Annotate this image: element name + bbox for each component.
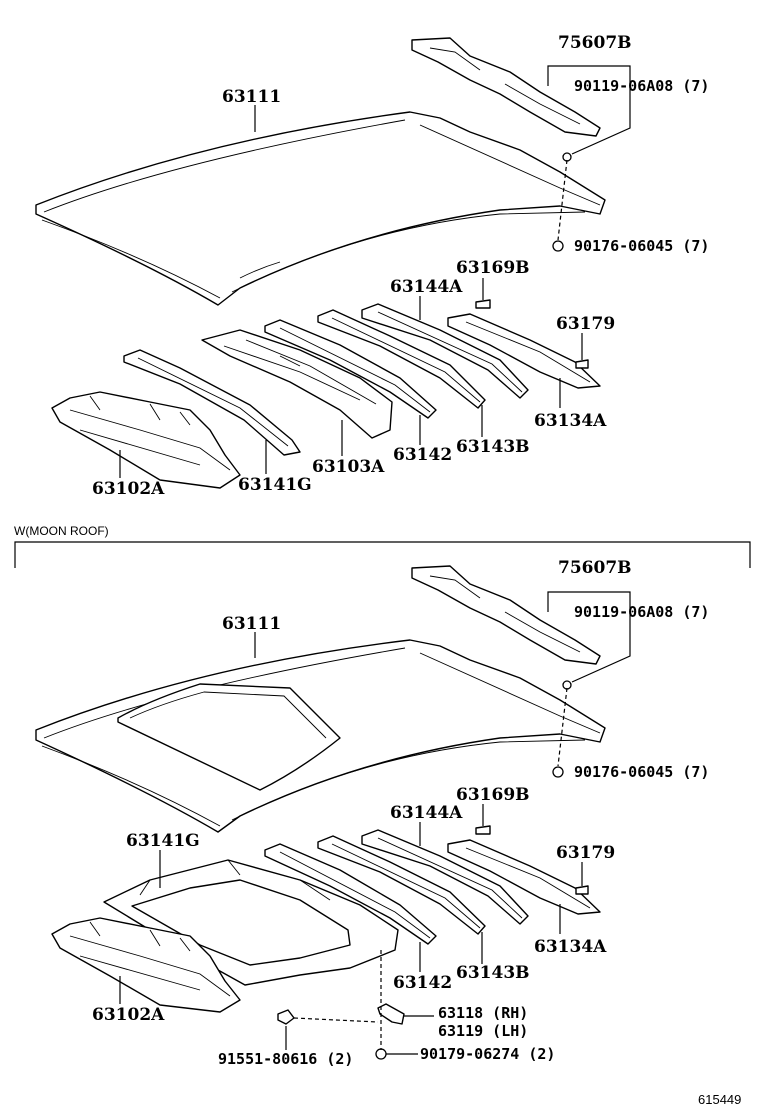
rear-header-reinforcement-top[interactable] [411, 37, 601, 137]
label-bracket-lh: 63119 (LH) [438, 1022, 528, 1040]
center-reinforcement-top[interactable] [201, 329, 393, 439]
label-center-reinforcement: 63103A [312, 457, 385, 477]
bow-63143b-top[interactable] [317, 309, 486, 409]
rear-bow-top[interactable] [447, 313, 601, 389]
front-header-top[interactable] [51, 391, 241, 489]
nut-icon [552, 766, 564, 778]
label-rear-bow-2: 63134A [534, 937, 607, 957]
leader-75607b-top [547, 65, 631, 155]
leader-75607b-bottom [547, 591, 631, 683]
label-pad: 63169B [456, 258, 530, 278]
figure-reference: 615449 [698, 1092, 741, 1107]
label-nut-2: 90176-06045 (7) [574, 763, 709, 781]
screw-icon [375, 1048, 387, 1060]
bow-63142-bottom[interactable] [264, 843, 437, 945]
clip-icon [562, 680, 572, 690]
label-rear-header-reinforcement-2: 75607B [558, 558, 632, 578]
label-rear-header-reinforcement: 75607B [558, 33, 632, 53]
rear-bow-bottom[interactable] [447, 839, 601, 915]
section-title: W(MOON ROOF) [14, 524, 109, 538]
label-rear-bow: 63134A [534, 411, 607, 431]
label-clip: 90119-06A08 (7) [574, 77, 709, 95]
spacer-bottom[interactable] [575, 885, 589, 895]
pad-bottom[interactable] [475, 825, 491, 835]
moon-roof-section-header: W(MOON ROOF) [14, 524, 751, 568]
bow-63144a-top[interactable] [361, 303, 529, 399]
label-sunroof-frame: 63141G [126, 831, 200, 851]
bolt-bottom[interactable] [277, 1009, 295, 1025]
spacer-top[interactable] [575, 359, 589, 369]
label-bolt: 91551-80616 (2) [218, 1050, 353, 1068]
label-roof-panel-2: 63111 [222, 614, 281, 634]
front-header-bottom[interactable] [51, 917, 241, 1013]
label-nut: 90176-06045 (7) [574, 237, 709, 255]
bow-63144a-bottom[interactable] [361, 829, 529, 925]
bow-63143b-bottom[interactable] [317, 835, 486, 935]
label-front-header: 63102A [92, 479, 165, 499]
top-section: 63111 75607B 90119-06A08 (7) 90176-06045… [35, 33, 709, 499]
label-pad-2: 63169B [456, 785, 530, 805]
pad-top[interactable] [475, 299, 491, 309]
bracket-bottom[interactable] [377, 1003, 405, 1025]
rear-header-reinforcement-bottom[interactable] [411, 565, 601, 665]
label-bow-63142: 63142 [393, 445, 452, 465]
bottom-section: 75607B 90119-06A08 (7) 63111 90176-06045… [35, 558, 709, 1068]
label-spacer-2: 63179 [556, 843, 615, 863]
label-bow-63141g: 63141G [238, 475, 312, 495]
label-roof-panel: 63111 [222, 87, 281, 107]
sunroof-frame-bottom[interactable] [103, 859, 399, 986]
roof-panel-top[interactable] [35, 111, 606, 306]
label-spacer: 63179 [556, 314, 615, 334]
clip-icon [562, 152, 572, 162]
nut-icon [552, 240, 564, 252]
label-bracket-rh: 63118 (RH) [438, 1004, 528, 1022]
label-bow-63143b: 63143B [456, 437, 530, 457]
label-clip-2: 90119-06A08 (7) [574, 603, 709, 621]
bow-63141g-top[interactable] [123, 349, 301, 456]
label-front-header-2: 63102A [92, 1005, 165, 1025]
label-screw: 90179-06274 (2) [420, 1045, 555, 1063]
label-bow-63144a: 63144A [390, 277, 463, 297]
roof-panel-bottom[interactable] [35, 639, 606, 833]
label-bow-63142-2: 63142 [393, 973, 452, 993]
bow-63142-top[interactable] [264, 319, 437, 419]
label-bow-63144a-2: 63144A [390, 803, 463, 823]
label-bow-63143b-2: 63143B [456, 963, 530, 983]
